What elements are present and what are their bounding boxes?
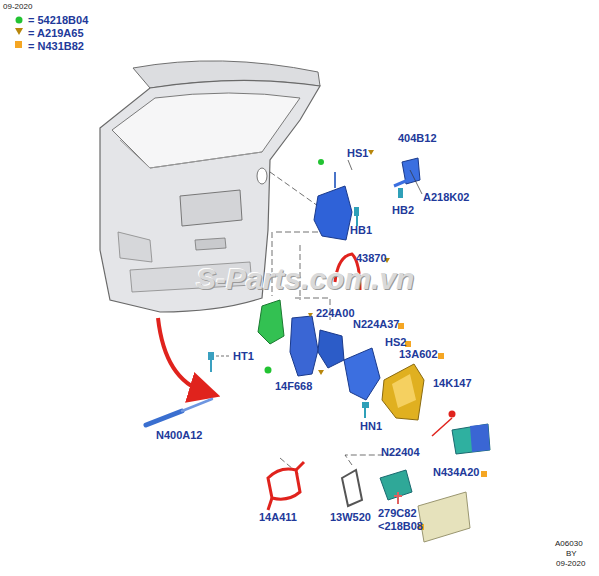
legend-entry: = 54218B04 [28,14,88,26]
part-number: BY [566,550,577,559]
legend-entry: = N431B82 [28,40,84,52]
part-number: N22404 [381,446,420,458]
part-number: N400A12 [156,429,202,441]
part-number: HB1 [350,224,372,236]
legend-dot [16,17,23,24]
part-number: A218K02 [423,191,469,203]
legend-entry: = A219A65 [28,27,84,39]
part-number: HS1 [347,147,368,159]
legend-square [15,41,22,48]
part-number: 14A411 [259,511,297,523]
part-number: 14K147 [433,377,472,389]
part-number: 09-2020 [3,3,32,12]
part-number: 13W520 [330,511,371,523]
part-number: HB2 [392,204,414,216]
part-number: 404B12 [398,132,437,144]
part-number: HT1 [233,350,254,362]
part-number: 224A00 [316,307,355,319]
part-number: N224A37 [353,318,399,330]
part-number: 14F668 [275,380,312,392]
part-number: 279C82 [378,507,417,519]
part-number: N434A20 [433,466,479,478]
part-number: <218B08 [378,520,423,532]
glass-opening [112,93,300,168]
part-number: HS2 [385,336,406,348]
part-number: 13A602 [399,348,438,360]
part-number: A06030 [555,540,583,549]
legend-triangle [15,28,23,35]
watermark: S-Parts.com.vn [196,262,414,296]
part-number: HN1 [360,420,382,432]
part-number: 09-2020 [556,560,585,569]
